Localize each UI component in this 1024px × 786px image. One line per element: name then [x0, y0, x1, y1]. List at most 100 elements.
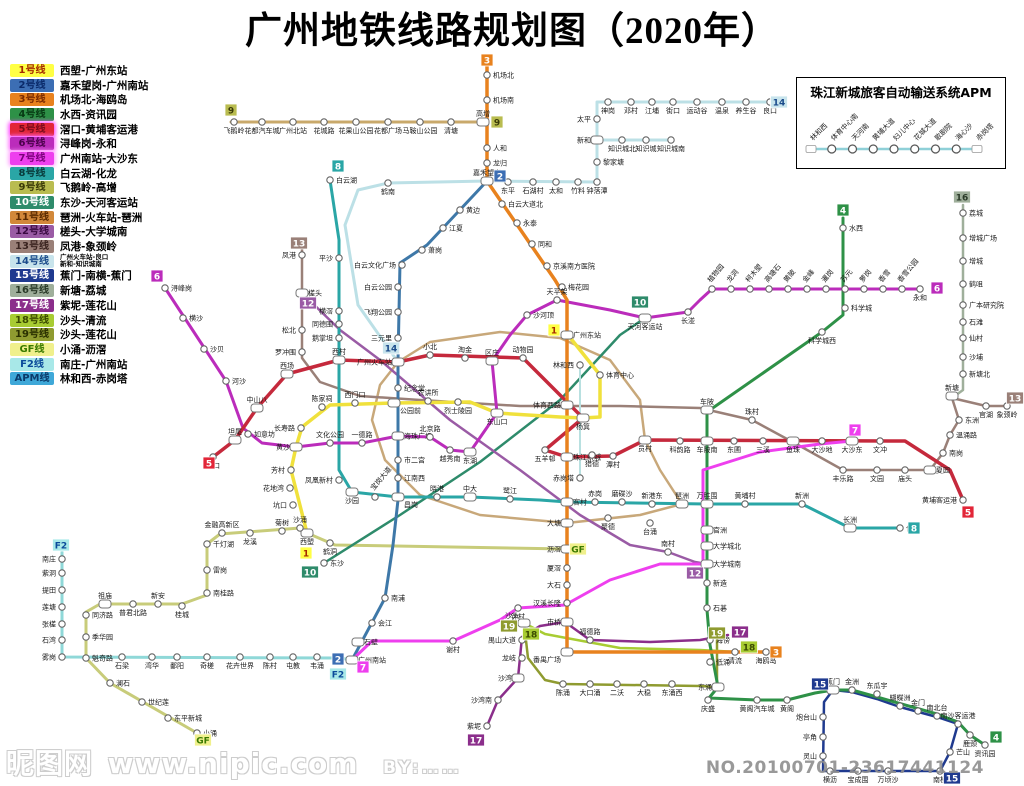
station-marker	[553, 296, 561, 304]
station-marker	[398, 261, 406, 269]
station-label: 季华园	[92, 633, 113, 642]
station-label: 亭角	[803, 733, 817, 742]
line-number-badge	[522, 627, 540, 641]
apm-station-marker	[827, 144, 837, 154]
station-label: 东平新城	[174, 714, 202, 723]
station-marker	[218, 529, 226, 537]
station-marker	[541, 446, 549, 454]
station-label: 高塘石	[762, 262, 782, 284]
station-label: 莲塘	[42, 603, 56, 612]
station-marker	[394, 456, 402, 464]
station-label: 江夏	[449, 225, 463, 233]
station-marker	[351, 399, 359, 407]
station-marker	[618, 136, 626, 144]
station-marker	[730, 437, 738, 445]
station-label: 江埔	[645, 106, 659, 115]
station-label: 南村	[661, 539, 675, 548]
station-label: 烈士陵园	[444, 406, 472, 415]
station-marker	[449, 637, 457, 645]
station-marker	[703, 579, 711, 587]
station-marker	[286, 484, 294, 492]
station-label: 象颈岭	[997, 410, 1018, 419]
station-marker	[563, 564, 571, 572]
station-marker	[955, 416, 963, 424]
station-marker	[391, 431, 405, 441]
station-marker	[746, 285, 754, 293]
station-marker	[946, 748, 954, 756]
metro-line-17	[485, 620, 730, 728]
station-label: 花城路	[314, 126, 335, 135]
station-label: 同德围	[312, 320, 333, 329]
station-label: 鹤洞	[323, 547, 337, 556]
station-label: 海鸥岛	[756, 656, 777, 665]
station-marker	[901, 466, 909, 474]
legend-line-badge: 17号线	[10, 298, 54, 312]
legend-line-badge: 16号线	[10, 284, 54, 298]
station-marker	[82, 633, 90, 641]
station-marker	[514, 604, 522, 612]
station-label: 西门口	[345, 390, 366, 399]
station-label: 运动谷	[687, 106, 708, 115]
station-marker	[418, 246, 426, 254]
line-number-badge	[961, 505, 975, 519]
station-marker	[959, 318, 967, 326]
station-marker	[946, 431, 954, 439]
station-marker	[498, 200, 506, 208]
station-marker	[586, 680, 594, 688]
station-marker	[179, 314, 187, 322]
station-marker	[845, 436, 859, 446]
legend-row: 13号线凤港-象颈岭	[10, 239, 148, 254]
station-label: 科学城	[851, 304, 872, 313]
station-label: 南岗	[949, 449, 963, 458]
station-label: 珠村	[745, 407, 759, 416]
station-label: 市桥	[547, 618, 561, 627]
station-label: 提田	[42, 586, 56, 595]
station-marker	[576, 413, 590, 423]
station-marker	[848, 686, 856, 694]
line-number-badge-label: 12	[689, 569, 702, 579]
station-marker	[876, 437, 884, 445]
station-label: 猎德	[585, 459, 599, 468]
station-marker	[300, 528, 314, 538]
station-marker	[638, 313, 652, 323]
station-marker	[803, 285, 811, 293]
station-label: 二沃	[610, 688, 624, 697]
line-number-badge	[301, 565, 319, 579]
station-marker	[700, 436, 714, 446]
station-label: 福德路	[580, 627, 601, 636]
line-number-badge-label: 10	[634, 298, 647, 308]
line-number-badge-label: GF	[571, 545, 585, 555]
station-marker	[959, 280, 967, 288]
station-marker	[335, 307, 343, 315]
line-number-badge	[224, 103, 238, 117]
station-marker	[609, 452, 617, 460]
station-label: 同济路	[92, 611, 113, 620]
station-marker	[593, 115, 601, 123]
station-label: 东圃	[727, 445, 741, 454]
station-label: 黄边	[466, 206, 480, 215]
station-label: 车陂南	[697, 445, 718, 454]
metro-line-7	[350, 439, 854, 662]
line-number-badge	[331, 652, 345, 666]
station-label: 浔峰岗	[171, 284, 192, 293]
station-label: 香雪	[876, 267, 892, 284]
station-marker	[456, 206, 464, 214]
station-marker	[914, 707, 922, 715]
legend-line-desc: 滘口-黄埔客运港	[60, 123, 138, 136]
legend-line-desc: 浔峰岗-永和	[60, 138, 117, 151]
station-marker	[528, 240, 536, 248]
station-marker	[560, 647, 574, 657]
metro-line-12	[300, 291, 709, 566]
apm-line-diagram: 林和西体育中心南天河南黄埔大道妇儿中心花城大道歌剧院海心沙赤岗塔	[805, 111, 995, 154]
line-number-badge-label: 4	[993, 733, 999, 743]
station-label: 官洲	[713, 526, 727, 535]
legend-line-badge: 3号线	[10, 93, 54, 107]
station-marker	[854, 767, 862, 775]
station-label: 石壁	[364, 638, 378, 647]
station-label: 清流	[728, 656, 742, 665]
legend-line-desc: 沙头-莲花山	[60, 329, 117, 342]
legend-line-desc: 凤港-象颈岭	[60, 241, 117, 254]
station-label: 槎头	[308, 289, 322, 298]
station-marker	[841, 285, 849, 293]
station-marker	[483, 159, 491, 167]
